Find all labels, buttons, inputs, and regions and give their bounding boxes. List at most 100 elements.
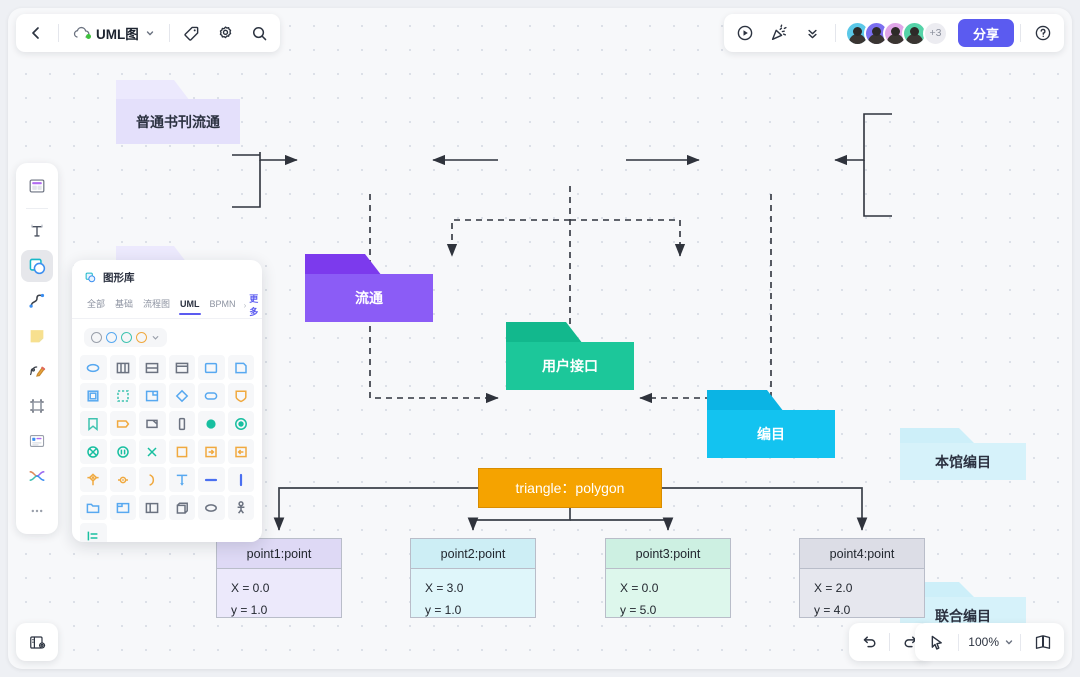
vline-shape[interactable]	[227, 467, 254, 492]
tab-box-shape[interactable]	[139, 383, 166, 408]
sidebar-tool-text[interactable]	[21, 215, 53, 247]
shape-tab-all[interactable]: 全部	[87, 299, 106, 309]
panel-shape[interactable]	[139, 495, 166, 520]
undo-button[interactable]	[853, 626, 885, 658]
window-box-shape[interactable]	[168, 355, 195, 380]
avatar-body	[848, 33, 866, 44]
whiteboard-canvas[interactable]: UML图 +3 分享	[8, 8, 1072, 669]
settings-button[interactable]	[210, 17, 242, 49]
flag-shape[interactable]	[139, 411, 166, 436]
arrow-left-box-shape[interactable]	[227, 439, 254, 464]
pin-shape[interactable]	[168, 467, 195, 492]
arc-shape[interactable]	[139, 467, 166, 492]
present-button[interactable]	[729, 17, 761, 49]
node-yonghujiekou[interactable]: 用户接口	[506, 322, 634, 390]
shape-library-tabs[interactable]: 全部 基础 流程图 UML BPMN › 更多	[72, 292, 262, 319]
document-name[interactable]: UML图	[65, 17, 163, 49]
small-node-shape[interactable]	[109, 467, 136, 492]
node-label: 编目	[757, 426, 785, 442]
x-mark-shape[interactable]	[139, 439, 166, 464]
collaborator-avatars[interactable]: +3	[844, 20, 948, 46]
shield-shape[interactable]	[227, 383, 254, 408]
sidebar-tool-frame[interactable]	[21, 390, 53, 422]
arrow-right-box-shape[interactable]	[198, 439, 225, 464]
bookmark-shape[interactable]	[80, 411, 107, 436]
stadium-shape[interactable]	[198, 383, 225, 408]
oval-shape[interactable]	[198, 495, 225, 520]
sidebar-tool-more[interactable]	[21, 495, 53, 527]
sidebar-tool-pen[interactable]	[21, 355, 53, 387]
share-button[interactable]: 分享	[957, 19, 1014, 47]
sidebar-tool-card[interactable]	[21, 425, 53, 457]
note-shape[interactable]	[227, 355, 254, 380]
shape-color-filter[interactable]	[84, 328, 167, 347]
folder-shape[interactable]	[80, 495, 107, 520]
shape-tab-flowchart[interactable]: 流程图	[143, 299, 171, 309]
diagram-nodes-layer[interactable]: 普通书刊流通 电子书刊流通 流通 用户接口 编目 本馆编目	[8, 8, 1072, 634]
orange-square-shape[interactable]	[168, 439, 195, 464]
collapse-button[interactable]	[797, 17, 829, 49]
chevron-down-icon[interactable]	[1004, 637, 1014, 647]
stacked-box-shape[interactable]	[139, 355, 166, 380]
zoom-bar[interactable]: 100%	[915, 623, 1064, 661]
label-shape[interactable]	[109, 411, 136, 436]
tag-button[interactable]	[176, 17, 208, 49]
left-tool-rail[interactable]	[16, 163, 58, 534]
shape-library-more-button[interactable]: 更多	[249, 294, 259, 317]
node-bianmu[interactable]: 编目	[707, 390, 835, 458]
sidebar-tool-shapes[interactable]	[21, 250, 53, 282]
pause-circle-shape[interactable]	[109, 439, 136, 464]
top-left-toolbar[interactable]: UML图	[16, 14, 280, 52]
filled-circle-shape[interactable]	[198, 411, 225, 436]
sidebar-tool-template[interactable]	[21, 170, 53, 202]
actor-shape[interactable]	[227, 495, 254, 520]
split-box-shape[interactable]	[109, 355, 136, 380]
sidebar-tool-connector[interactable]	[21, 285, 53, 317]
node-putong[interactable]: 普通书刊流通	[116, 80, 240, 144]
shape-grid[interactable]	[72, 351, 262, 542]
diamond-shape[interactable]	[168, 383, 195, 408]
hline-shape[interactable]	[198, 467, 225, 492]
back-button[interactable]	[20, 17, 52, 49]
dashed-square-shape[interactable]	[109, 383, 136, 408]
vertical-bar-shape[interactable]	[168, 411, 195, 436]
shape-tabs-next-button[interactable]: ›	[243, 300, 247, 310]
target-circle-shape[interactable]	[227, 411, 254, 436]
rounded-rect-shape[interactable]	[198, 355, 225, 380]
ellipse-shape[interactable]	[80, 355, 107, 380]
shape-library-panel[interactable]: 图形库 全部 基础 流程图 UML BPMN › 更多	[72, 260, 262, 542]
cube-shape[interactable]	[168, 495, 195, 520]
shape-tab-bpmn[interactable]: BPMN	[209, 298, 236, 309]
sidebar-tool-mindmap[interactable]	[21, 460, 53, 492]
minimap-button[interactable]	[1027, 626, 1059, 658]
help-button[interactable]	[1027, 17, 1059, 49]
crossed-circle-shape[interactable]	[80, 439, 107, 464]
color-swatch-blue[interactable]	[106, 332, 117, 343]
shape-tab-uml[interactable]: UML	[175, 296, 205, 315]
celebrate-button[interactable]	[763, 17, 795, 49]
color-swatch-gray[interactable]	[91, 332, 102, 343]
chevron-down-icon[interactable]	[151, 333, 160, 342]
sidebar-tool-sticky[interactable]	[21, 320, 53, 352]
color-swatch-orange[interactable]	[136, 332, 147, 343]
avatar-overflow-badge[interactable]: +3	[922, 20, 948, 46]
shape-tab-basic[interactable]: 基础	[115, 299, 134, 309]
node-liutong[interactable]: 流通	[305, 254, 433, 322]
top-right-toolbar[interactable]: +3 分享	[723, 14, 1064, 52]
redo-button[interactable]	[894, 626, 926, 658]
zoom-level-value[interactable]: 100%	[968, 635, 999, 649]
cursor-tool-button[interactable]	[920, 626, 952, 658]
node-benguan[interactable]: 本馆编目	[900, 428, 1026, 480]
search-button[interactable]	[244, 17, 276, 49]
package-shape[interactable]	[109, 495, 136, 520]
node-shape[interactable]	[80, 467, 107, 492]
align-shape[interactable]	[80, 523, 107, 542]
color-swatch-teal[interactable]	[121, 332, 132, 343]
node-triangle-polygon[interactable]: triangle：polygon	[478, 468, 662, 508]
bottom-left-panel-button[interactable]	[16, 623, 58, 661]
square-shape[interactable]	[80, 383, 107, 408]
